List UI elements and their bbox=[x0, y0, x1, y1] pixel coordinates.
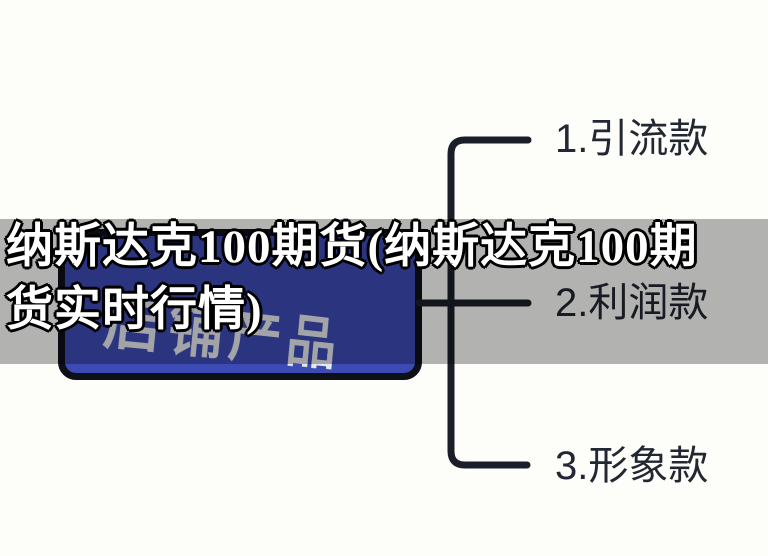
headline-title: 纳斯达克100期货(纳斯达克100期 货实时行情) bbox=[6, 216, 768, 342]
headline-line-2: 货实时行情) bbox=[6, 284, 263, 336]
headline-line-1: 纳斯达克100期货(纳斯达克100期 bbox=[6, 221, 698, 273]
overlay-band bbox=[0, 219, 768, 364]
branch-label-2: 2.利润款 bbox=[555, 281, 709, 325]
branch-label-1: 1.引流款 bbox=[555, 117, 709, 161]
branch-label-3: 3.形象款 bbox=[555, 444, 709, 488]
root-node: 店铺产品 bbox=[58, 229, 422, 380]
